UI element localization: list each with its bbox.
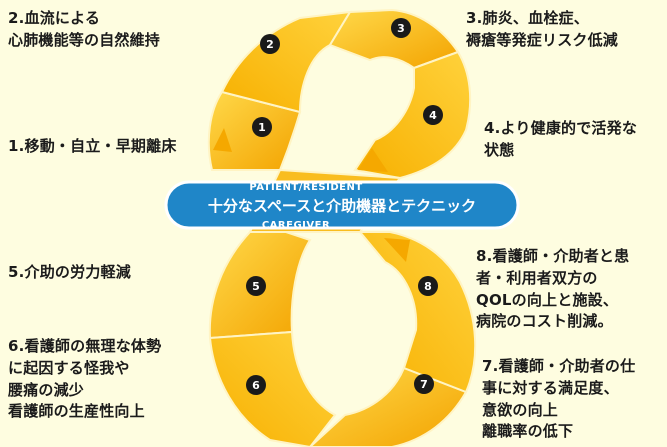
label-8: 8.看護師・介助者と患 者・利用者双方の QOLの向上と施設、 病院のコスト削減… [476,247,630,331]
center-banner: PATIENT/RESIDENT 十分なスペースと介助機器とテクニック CARE… [164,180,520,231]
segment-8 [357,231,477,394]
badge-5-number: 5 [252,280,260,293]
label-4: 4.より健康的で活発な 状態 [484,119,638,159]
badge-2-number: 2 [266,38,274,51]
badge-8-number: 8 [424,280,432,293]
label-2: 2.血流による 心肺機能等の自然維持 [8,9,161,49]
banner-bottom-text: CAREGIVER [262,220,330,231]
label-3: 3.肺炎、血栓症、 褥瘡等発症リスク低減 [466,9,619,49]
segment-2 [220,10,352,114]
badge-6: 6 [246,375,266,395]
label-1: 1.移動・自立・早期離床 [8,137,177,155]
banner-title: 十分なスペースと介助機器とテクニック [208,197,476,215]
badge-1: 1 [252,117,272,137]
badge-2: 2 [260,34,280,54]
arrow-up-left [213,128,232,152]
label-5: 5.介助の労力軽減 [8,263,131,281]
segment-4 [353,50,472,180]
badge-3: 3 [391,18,411,38]
label-7: 7.看護師・介助者の仕 事に対する満足度、 意欲の向上 離職率の低下 [482,357,636,441]
badge-3-number: 3 [397,22,405,35]
badge-7: 7 [414,374,434,394]
badge-4: 4 [423,105,443,125]
banner-top-text: PATIENT/RESIDENT [249,182,362,193]
segment-6 [208,330,337,447]
badge-6-number: 6 [252,379,260,392]
arrow-top-right [358,148,388,172]
label-6: 6.看護師の無理な体勢 に起因する怪我や 腰痛の減少 看護師の生産性向上 [8,337,162,421]
arrow-lower-right [384,238,410,262]
badge-1-number: 1 [258,121,266,134]
badge-5: 5 [246,276,266,296]
badge-4-number: 4 [429,109,437,122]
badge-8: 8 [418,276,438,296]
badge-7-number: 7 [420,378,428,391]
